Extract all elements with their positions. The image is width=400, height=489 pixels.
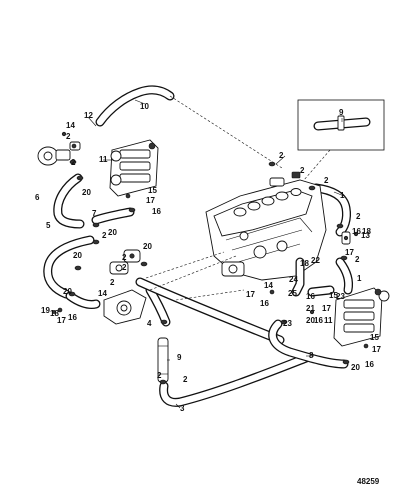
exhaust-manifold-left [109,139,159,197]
fitting-13 [341,231,351,245]
callout-17-lower-right: 17 [322,304,331,313]
hose-10 [95,85,175,127]
fasteners [52,131,369,349]
callout-13: 13 [361,231,370,240]
intake-manifold [233,188,302,217]
hose-1-lower [335,257,353,295]
callout-2-lower-left: 2 [110,278,115,287]
callout-23-lower: 23 [283,319,292,328]
hose-clamps [68,159,350,385]
hose-1 [311,183,351,237]
callout-14-lower: 14 [98,289,107,298]
callout-9-lower: 9 [177,353,182,362]
callout-16-lower-right: 16 [314,316,323,325]
hose-7 [91,207,135,225]
callout-15-lower-right: 15 [370,333,379,342]
callout-11-left: 11 [99,155,108,164]
leader-lines [87,99,345,409]
callout-2-mid: 2 [102,231,107,240]
callout-6: 6 [35,193,40,202]
callout-16-left: 16 [68,313,77,322]
callout-18-center: 18 [300,259,309,268]
callout-1-lower-right: 1 [357,274,362,283]
callout-7: 7 [92,209,97,218]
callout-16-far-right: 16 [365,360,374,369]
exhaust-manifold-right [333,287,390,347]
callout-2-center-a: 2 [122,253,127,262]
hose-6 [53,173,85,229]
callout-15-upper: 15 [148,186,157,195]
callout-20-lower: 20 [63,287,72,296]
circulating-pump [103,261,147,325]
callout-9-inset: 9 [339,108,344,117]
callout-22: 22 [311,256,320,265]
callout-16-center-right: 16 [306,292,315,301]
callout-2-left: 2 [71,158,76,167]
callout-17-right: 17 [345,248,354,257]
callout-2-center-b: 2 [122,263,127,272]
callout-3: 3 [180,404,185,413]
callout-11-right: 11 [324,316,333,325]
hose-24 [307,285,335,297]
callout-20-center: 20 [143,242,152,251]
engine-block [205,171,327,281]
hose-3 [159,353,311,407]
callout-5: 5 [46,221,51,230]
callout-16-right: 16 [352,227,361,236]
callout-14-top: 14 [66,121,75,130]
callout-2-bottom-b: 2 [183,375,188,384]
callout-21: 21 [306,304,315,313]
callout-16-center: 16 [260,299,269,308]
callout-18-left: 18 [50,309,59,318]
callout-19: 19 [41,306,50,315]
callout-17-far-right: 17 [372,345,381,354]
callout-20-right: 20 [306,316,315,325]
callout-18-right: 18 [362,227,371,236]
inset-box [297,99,385,181]
seawater-pump-left [37,141,81,166]
callout-14-center-right: 14 [264,281,273,290]
callout-2-top: 2 [66,132,71,141]
callout-20-upper: 20 [82,188,91,197]
callout-10: 10 [140,102,149,111]
callout-15-right: 15 [329,291,338,300]
callout-2-right-d: 2 [355,255,360,264]
callout-1-right: 1 [340,191,345,200]
callout-23-right: 23 [336,292,345,301]
pipe-22 [291,257,305,297]
callout-24: 24 [289,275,298,284]
callout-12: 12 [84,111,93,120]
hose-short-left [65,291,101,309]
hose-5 [43,235,95,299]
thermostat-housing [123,249,141,263]
callout-4: 4 [147,319,152,328]
callout-17-center: 17 [246,290,255,299]
callout-17-left: 17 [57,316,66,325]
figure-number: 48259 [357,477,380,486]
hose-8 [268,319,349,369]
callout-20-left: 20 [73,251,82,260]
hose-9-inset [313,115,371,131]
callout-25: 25 [288,289,297,298]
callout-16-upper: 16 [152,207,161,216]
hose-4 [145,285,171,327]
callout-8: 8 [309,351,314,360]
callout-labels: 10 12 9 14 2 2 11 2 2 2 20 15 17 16 6 7 … [35,102,381,413]
callout-2-right-a: 2 [300,166,305,175]
callout-2-right-c: 2 [356,212,361,221]
callout-2-upper-right: 2 [279,151,284,160]
callout-2-bottom-a: 2 [157,371,162,380]
callout-17-upper: 17 [146,196,155,205]
callout-2-right-b: 2 [324,176,329,185]
callout-20-mid: 20 [108,228,117,237]
callout-20-far-right: 20 [351,363,360,372]
